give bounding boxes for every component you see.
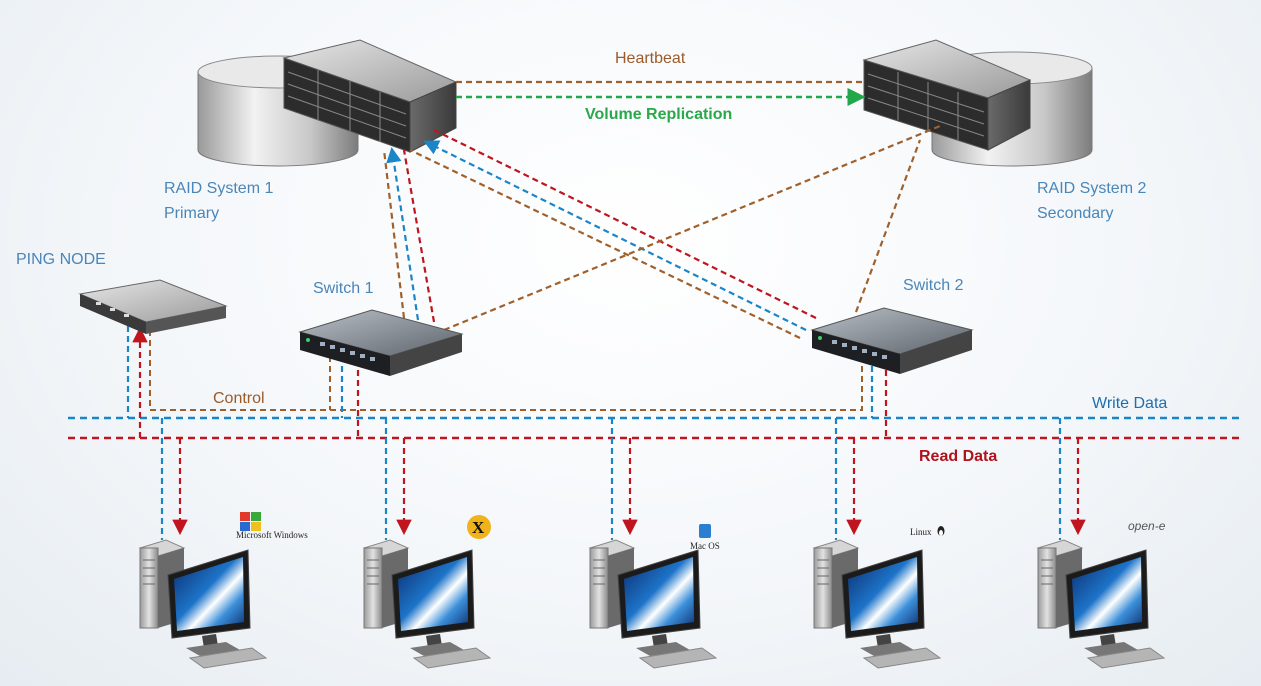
heartbeat-label: Heartbeat	[615, 50, 686, 67]
switch-1-label: Switch 1	[313, 280, 374, 297]
switch-2-label: Switch 2	[903, 277, 964, 294]
windows-logo-text: Microsoft Windows	[236, 530, 308, 540]
write-data-label: Write Data	[1092, 395, 1167, 412]
raid-system-2	[862, 39, 1093, 167]
linux-logo-icon: Linux	[910, 526, 945, 537]
client-computer	[1036, 539, 1166, 669]
raid2-label-line1: RAID System 2	[1037, 180, 1146, 197]
control-path	[149, 330, 863, 411]
raid2-server-icon	[862, 39, 1032, 151]
x-logo-icon: X	[467, 515, 491, 539]
raid1-server-icon	[282, 39, 458, 153]
client-computer	[138, 539, 268, 669]
client-computer	[812, 539, 942, 669]
read-data-label: Read Data	[919, 448, 997, 465]
raid-system-1	[197, 39, 458, 167]
ping-node-label: PING NODE	[16, 251, 106, 268]
open-e-logo-icon: open-e	[1128, 519, 1166, 533]
x-logo-text: X	[472, 518, 485, 537]
volume-replication-label: Volume Replication	[585, 106, 732, 123]
macos-logo-icon: Mac OS	[690, 524, 720, 551]
client-computer	[362, 539, 492, 669]
switch-raid-links	[382, 124, 941, 339]
raid1-label-line2: Primary	[164, 205, 219, 222]
open-e-logo-text: open-e	[1128, 519, 1166, 533]
ping-node-device	[78, 279, 228, 334]
switch-1-device	[298, 309, 464, 376]
raid1-label-line1: RAID System 1	[164, 180, 273, 197]
linux-logo-text: Linux	[910, 527, 932, 537]
switch-2-device	[810, 307, 974, 374]
client-computer	[588, 539, 718, 669]
control-label: Control	[213, 390, 265, 407]
macos-logo-text: Mac OS	[690, 541, 720, 551]
raid2-label-line2: Secondary	[1037, 205, 1114, 222]
windows-logo-icon: Microsoft Windows	[236, 512, 308, 540]
client-drop-lines	[160, 418, 1086, 540]
client-computers	[138, 539, 1166, 669]
